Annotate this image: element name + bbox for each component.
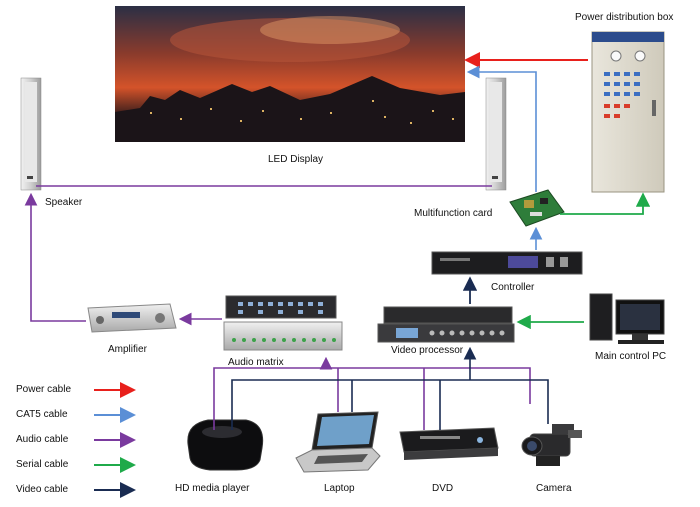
video-cable-line: [231, 379, 549, 430]
led-screen-icon: [115, 6, 465, 142]
power-cabinet-icon: [591, 31, 665, 193]
circuit-board-icon: [509, 189, 565, 227]
column-speaker-icon: [485, 77, 507, 191]
audio-matrix-label: Audio matrix: [228, 357, 284, 368]
multifunction-card-label: Multifunction card: [414, 208, 493, 219]
dvd-player-icon: [399, 427, 499, 460]
audio-matrix-icon: [223, 295, 343, 351]
media-player-icon: [187, 419, 264, 471]
legend-serial-label: Serial cable: [16, 459, 69, 470]
audio-cable-line: [24, 192, 86, 322]
legend-video-label: Video cable: [16, 484, 69, 495]
main-pc-label: Main control PC: [595, 351, 667, 362]
audio-cable-line: [213, 367, 531, 430]
cat5-cable-line: [466, 65, 537, 192]
serial-cable-line: [560, 192, 651, 215]
legend-power-label: Power cable: [16, 384, 72, 395]
laptop-label: Laptop: [324, 483, 355, 494]
controller-label: Controller: [491, 282, 535, 293]
hd-player-label: HD media player: [175, 483, 250, 494]
column-speaker-icon: [20, 77, 42, 191]
camera-label: Camera: [536, 483, 572, 494]
laptop-icon: [295, 411, 381, 473]
legend-audio-label: Audio cable: [16, 434, 69, 445]
video-processor-label: Video processor: [391, 345, 464, 356]
amplifier-icon: [87, 303, 177, 333]
camcorder-icon: [521, 424, 582, 466]
amplifier-label: Amplifier: [108, 344, 147, 355]
desktop-pc-icon: [589, 293, 665, 344]
legend-cat5-label: CAT5 cable: [16, 409, 68, 420]
video-processor-icon: [377, 306, 515, 343]
power-box-label: Power distribution box: [575, 12, 674, 23]
speaker-label: Speaker: [45, 197, 83, 208]
dvd-label: DVD: [432, 483, 454, 494]
led-display-label: LED Display: [268, 154, 324, 165]
rack-controller-icon: [431, 251, 583, 275]
